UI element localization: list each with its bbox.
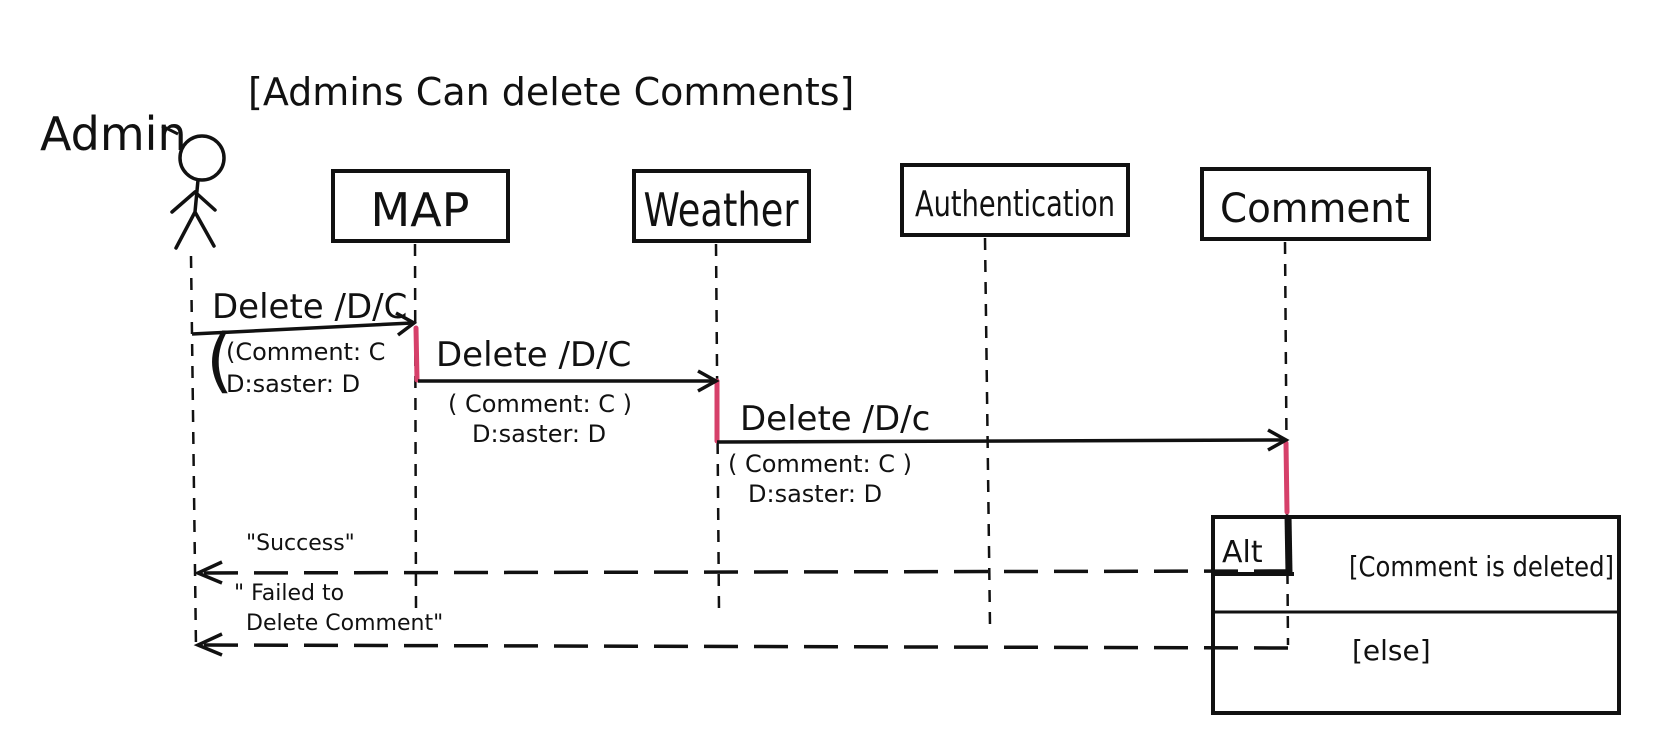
lifeline-authentication: Authentication bbox=[900, 163, 1130, 237]
message-label-3: Delete /D/c bbox=[740, 399, 930, 439]
lifeline-label-weather: Weather bbox=[644, 183, 799, 237]
message-param-1b: D:saster: D bbox=[226, 370, 360, 398]
alt-guard-2: [else] bbox=[1352, 634, 1431, 667]
alt-frame bbox=[1211, 515, 1621, 715]
admin-actor: Admin bbox=[40, 107, 226, 250]
message-label-1: Delete /D/C bbox=[212, 287, 407, 327]
paren-left-glyph: ( bbox=[206, 319, 233, 401]
return-success: "Success" bbox=[193, 531, 1289, 585]
lifeline-label-authentication: Authentication bbox=[915, 184, 1115, 225]
lifeline-box-weather bbox=[632, 169, 811, 243]
return-arrow-failed bbox=[199, 643, 1289, 650]
actor-head-icon bbox=[178, 134, 226, 182]
activation-bar-map bbox=[413, 325, 420, 383]
arrowhead-icon bbox=[395, 311, 418, 337]
message-param-3b: D:saster: D bbox=[748, 480, 882, 508]
alt-fragment: Alt [Comment is deleted] [else] bbox=[1211, 515, 1621, 715]
lifeline-line-admin bbox=[189, 255, 198, 649]
activation-bar-comment-alt bbox=[1284, 514, 1293, 574]
lifeline-label-map: MAP bbox=[371, 183, 470, 237]
message-param-3a: ( Comment: C ) bbox=[728, 450, 912, 478]
actor-pointer-stroke bbox=[161, 124, 179, 136]
actor-body-icon bbox=[170, 178, 217, 250]
return-label-failed-1: " Failed to bbox=[234, 581, 344, 606]
message-3: Delete /D/c ( Comment: C ) D:saster: D bbox=[716, 399, 1290, 508]
lifeline-line-map bbox=[413, 243, 418, 609]
lifeline-line-authentication bbox=[983, 237, 992, 627]
message-param-2b: D:saster: D bbox=[472, 420, 606, 448]
lifeline-comment: Comment bbox=[1200, 167, 1431, 241]
message-1: Delete /D/C ( (Comment: C D:saster: D bbox=[191, 287, 418, 401]
message-label-2: Delete /D/C bbox=[436, 335, 631, 375]
message-param-1a: (Comment: C bbox=[226, 338, 385, 366]
alt-guard-1: [Comment is deleted] bbox=[1349, 550, 1614, 583]
return-label-success: "Success" bbox=[246, 531, 355, 556]
activation-bar-comment bbox=[1283, 440, 1290, 515]
arrowhead-icon bbox=[1267, 428, 1290, 452]
lifeline-box-authentication bbox=[900, 163, 1130, 237]
message-arrow-3 bbox=[716, 438, 1284, 444]
actor-name: Admin bbox=[40, 107, 187, 161]
lifeline-box-map bbox=[331, 169, 510, 243]
message-arrow-1 bbox=[191, 321, 413, 336]
lifeline-weather: Weather bbox=[632, 169, 811, 243]
arrowhead-icon bbox=[193, 632, 223, 657]
lifeline-box-comment bbox=[1200, 167, 1431, 241]
return-label-failed-2: Delete Comment" bbox=[246, 611, 443, 636]
diagram-title: [Admins Can delete Comments] bbox=[248, 70, 854, 114]
lifeline-map: MAP bbox=[331, 169, 510, 243]
return-failed: " Failed to Delete Comment" bbox=[193, 581, 1289, 657]
message-2: Delete /D/C ( Comment: C ) D:saster: D bbox=[418, 335, 720, 448]
arrowhead-icon bbox=[193, 560, 223, 585]
lifeline-label-comment: Comment bbox=[1220, 186, 1410, 232]
alt-operator: Alt bbox=[1222, 535, 1263, 570]
return-arrow-success bbox=[199, 569, 1289, 575]
arrowhead-icon bbox=[697, 369, 720, 393]
message-param-2a: ( Comment: C ) bbox=[448, 390, 632, 418]
